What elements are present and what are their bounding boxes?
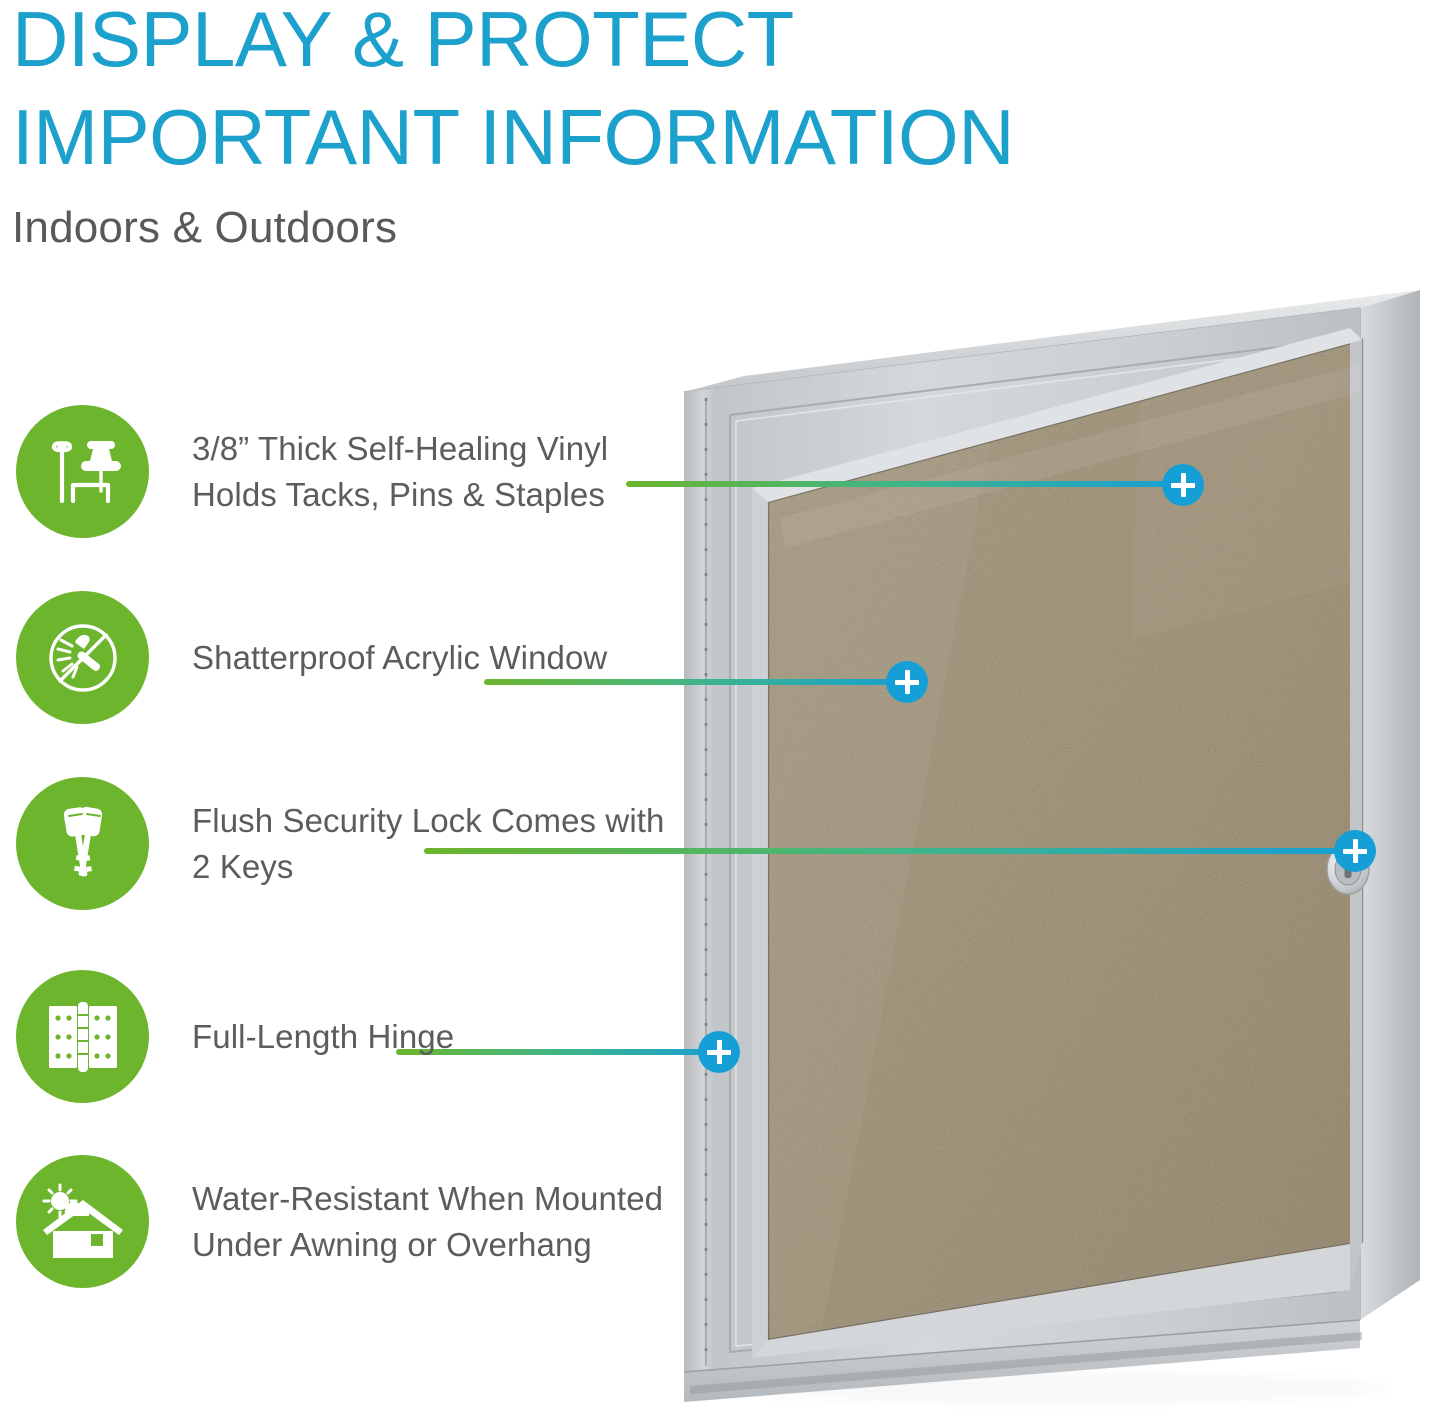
feature-label-lock: Flush Security Lock Comes with 2 Keys — [192, 801, 665, 885]
cabinet-left-edge — [684, 388, 716, 1372]
keys-icon — [16, 777, 149, 910]
cabinet-right-side-depth — [1360, 290, 1420, 1320]
cabinet-bottom-depth — [684, 1320, 1360, 1402]
callout-marker-lock[interactable] — [1334, 830, 1376, 872]
feature-item-lock: Flush Security Lock Comes with 2 Keys — [16, 777, 676, 910]
feature-item-acrylic: Shatterproof Acrylic Window — [16, 591, 676, 724]
vinyl-tackboard-surface — [768, 340, 1362, 1340]
headline-block: DISPLAY & PROTECT IMPORTANT INFORMATION … — [12, 0, 1312, 253]
callout-marker-acrylic[interactable] — [886, 661, 928, 703]
connector-line-hinge — [396, 1049, 726, 1055]
headline-line-1: DISPLAY & PROTECT — [12, 0, 794, 83]
headline-subtitle: Indoors & Outdoors — [12, 203, 398, 253]
feature-label-acrylic: Shatterproof Acrylic Window — [192, 638, 608, 676]
connector-line-acrylic — [484, 679, 914, 685]
feature-item-vinyl: 3/8” Thick Self-Healing Vinyl Holds Tack… — [16, 405, 676, 538]
connector-line-lock — [424, 848, 1362, 854]
feature-label-water-resistant: Water-Resistant When Mounted Under Awnin… — [192, 1179, 664, 1263]
hinge-icon — [16, 970, 149, 1103]
feature-item-hinge: Full-Length Hinge — [16, 970, 676, 1103]
callout-marker-vinyl[interactable] — [1162, 464, 1204, 506]
callout-marker-hinge[interactable] — [698, 1031, 740, 1073]
headline-line-2: IMPORTANT INFORMATION — [12, 93, 1015, 182]
no-hammer-shatterproof-icon — [16, 591, 149, 724]
product-image-enclosed-bulletin-board — [660, 280, 1445, 1418]
feature-label-hinge: Full-Length Hinge — [192, 1017, 455, 1055]
feature-item-water-resistant: Water-Resistant When Mounted Under Awnin… — [16, 1155, 676, 1288]
house-sun-cloud-icon — [16, 1155, 149, 1288]
pin-tack-staple-icon — [16, 405, 149, 538]
connector-line-vinyl — [626, 481, 1188, 487]
feature-label-vinyl: 3/8” Thick Self-Healing Vinyl Holds Tack… — [192, 429, 609, 513]
cabinet-top-depth — [684, 290, 1420, 392]
